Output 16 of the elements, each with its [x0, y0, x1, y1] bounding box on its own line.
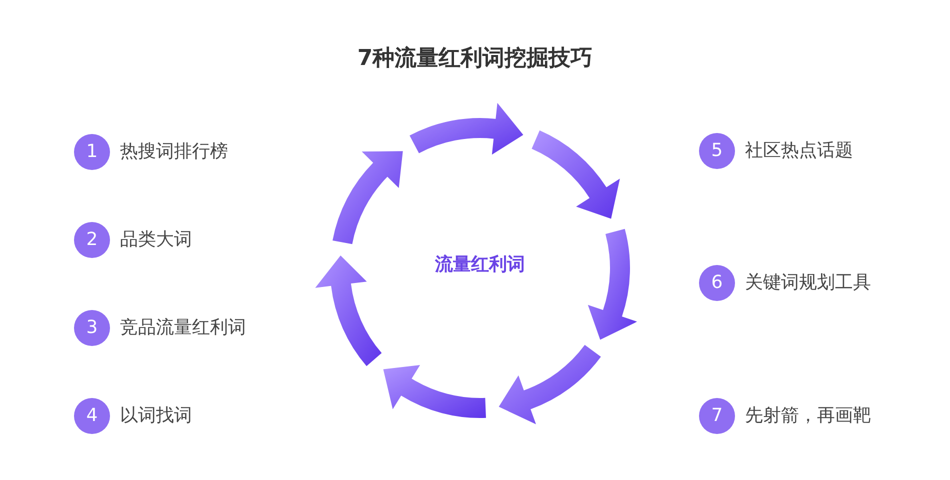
center-label: 流量红利词	[434, 253, 526, 276]
number-circle: 4	[74, 398, 110, 434]
number-circle: 3	[74, 310, 110, 346]
number-circle: 2	[74, 222, 110, 258]
number-circle: 6	[699, 265, 735, 301]
item-label: 品类大词	[120, 228, 192, 252]
item-label: 先射箭，再画靶	[745, 404, 871, 428]
item-label: 以词找词	[120, 404, 192, 428]
number-circle: 1	[74, 134, 110, 170]
title: 7种流量红利词挖掘技巧	[356, 44, 594, 73]
number-circle: 7	[699, 398, 735, 434]
item-label: 关键词规划工具	[745, 271, 871, 295]
item-label: 社区热点话题	[745, 139, 853, 163]
item-label: 热搜词排行榜	[120, 140, 228, 164]
item-label: 竞品流量红利词	[120, 316, 246, 340]
number-circle: 5	[699, 133, 735, 169]
